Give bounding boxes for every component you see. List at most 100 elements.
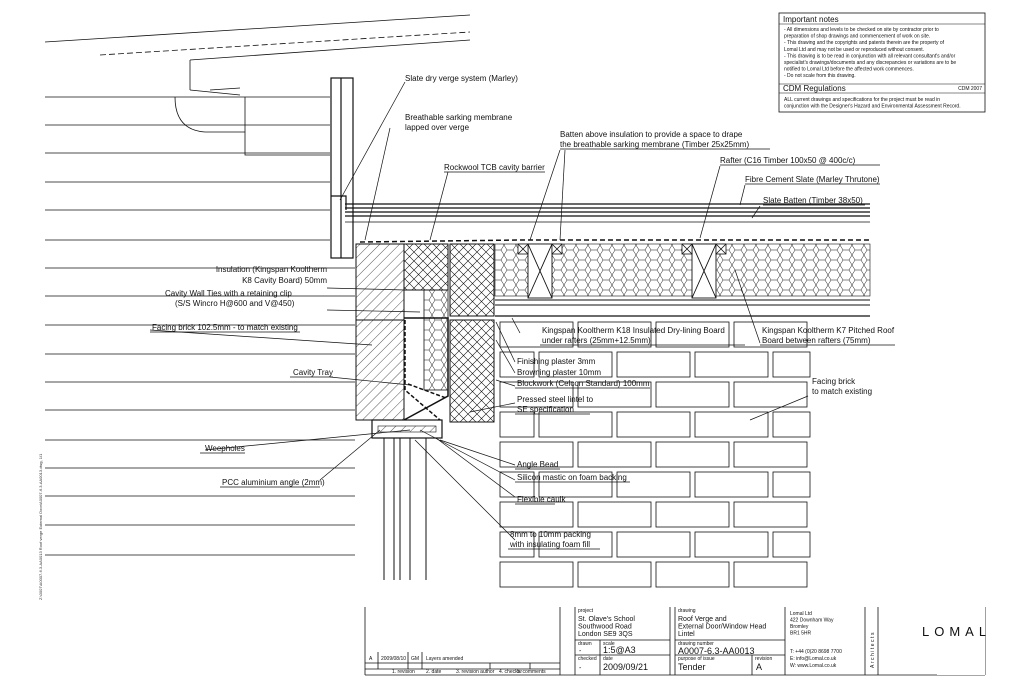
- label-slate-batten: Slate Batten (Timber 38x50): [763, 196, 863, 205]
- brick: [499, 321, 574, 348]
- important-notes-box: Important notes - All dimensions and lev…: [778, 12, 986, 113]
- label-facing-brick-r2: to match existing: [812, 387, 872, 396]
- brick: [655, 501, 730, 528]
- cdm-line: ALL current drawings and specifications …: [784, 97, 940, 103]
- label-insulation-2: K8 Cavity Board) 50mm: [242, 276, 327, 285]
- company-line: Lomal Ltd: [790, 611, 812, 617]
- brick: [499, 561, 574, 588]
- brick: [616, 471, 691, 498]
- side-file-path: Z:\0007\A0007-6.3-AA0013 Roof verge Exte…: [38, 453, 43, 600]
- annotations: Slate dry verge system (Marley) Breathab…: [152, 74, 895, 549]
- svg-text:2009/09/21: 2009/09/21: [603, 662, 648, 672]
- brick: [577, 501, 652, 528]
- svg-text:-: -: [579, 648, 582, 655]
- brick: [538, 351, 613, 378]
- label-blockwork: Blockwork (Celcon Standard) 100mm: [517, 379, 650, 388]
- label-sarking-1: Breathable sarking membrane: [405, 113, 513, 122]
- brick: [694, 411, 769, 438]
- brick: [616, 531, 691, 558]
- label-underlines: [150, 148, 895, 550]
- contact-line: W: www.Lomal.co.uk: [790, 663, 837, 669]
- label-insulation-1: Insulation (Kingspan Kooltherm: [216, 265, 328, 274]
- svg-text:drawing: drawing: [678, 608, 696, 614]
- brick: [499, 381, 574, 408]
- brick: [655, 441, 730, 468]
- brick: [499, 531, 535, 558]
- label-pcc: PCC aluminium angle (2mm): [222, 478, 325, 487]
- cdm-lines: ALL current drawings and specifications …: [784, 97, 961, 110]
- title-block: [364, 607, 986, 676]
- label-lintel-2: SE specification: [517, 405, 574, 414]
- company-line: 422 Downham Way: [790, 618, 834, 624]
- cavity-tray: [404, 320, 441, 421]
- label-k7-2: Board between rafters (75mm): [762, 336, 871, 345]
- svg-text:1:5@A3: 1:5@A3: [603, 645, 636, 655]
- label-k18-2: under rafters (25mm+12.5mm): [542, 336, 651, 345]
- notes-lines: - All dimensions and levels to be checke…: [784, 27, 956, 79]
- brick: [733, 381, 808, 408]
- revision-column-header: 2. date: [426, 669, 442, 675]
- svg-text:-: -: [579, 665, 582, 672]
- label-fibre: Fibre Cement Slate (Marley Thrutone): [745, 175, 880, 184]
- svg-text:A: A: [369, 656, 373, 662]
- label-finishing: Finishing plaster 3mm: [517, 357, 596, 366]
- svg-text:A: A: [756, 662, 762, 672]
- brick: [616, 351, 691, 378]
- notes-line: - All dimensions and levels to be checke…: [784, 27, 939, 33]
- brick: [694, 531, 769, 558]
- svg-text:GM: GM: [411, 656, 419, 662]
- drawing-title-line: Lintel: [678, 631, 695, 638]
- brick: [772, 471, 811, 498]
- brick: [655, 381, 730, 408]
- brick: [772, 411, 811, 438]
- svg-text:drawn: drawn: [578, 641, 592, 647]
- title-block-text: A 2009/08/10 GM Layers amended 1. revisi…: [369, 607, 986, 675]
- brick: [616, 411, 691, 438]
- architects-text: Architects: [870, 631, 876, 668]
- label-facing-brick: Facing brick 102.5mm - to match existing: [152, 323, 298, 332]
- notes-line: notified to Lomal Ltd before the affecte…: [784, 67, 914, 73]
- label-sarking-2: lapped over verge: [405, 123, 470, 132]
- label-caulk: Flexible caulk: [517, 495, 566, 504]
- notes-heading: Important notes: [783, 15, 839, 24]
- label-k18-1: Kingspan Kooltherm K18 Insulated Dry-lin…: [542, 326, 725, 335]
- brick: [772, 531, 811, 558]
- brick: [655, 561, 730, 588]
- label-weepholes: Weepholes: [205, 444, 245, 453]
- facing-brick-outer: [355, 243, 405, 321]
- brick: [733, 441, 808, 468]
- label-angle-bead: Angle Bead: [517, 460, 558, 469]
- svg-text:Layers amended: Layers amended: [426, 656, 463, 662]
- revision-column-header: 3. revision author: [456, 669, 495, 675]
- svg-text:2009/08/10: 2009/08/10: [381, 656, 406, 662]
- brick: [499, 411, 535, 438]
- rafters: [527, 243, 717, 299]
- verge-fascia: [330, 77, 354, 259]
- leader-lines: [149, 81, 809, 541]
- project-line: Southwood Road: [578, 624, 632, 631]
- brick: [655, 321, 730, 348]
- sarking-membrane: [359, 239, 870, 243]
- door-frame: [383, 438, 427, 580]
- svg-text:revision: revision: [755, 656, 772, 662]
- brick: [499, 501, 574, 528]
- brick: [538, 411, 613, 438]
- brick: [499, 471, 535, 498]
- existing-brickwork: [499, 321, 811, 588]
- brick: [577, 381, 652, 408]
- counter-battens: [517, 243, 727, 255]
- label-browning: Browning plaster 10mm: [517, 368, 601, 377]
- brick: [694, 351, 769, 378]
- brick: [733, 321, 808, 348]
- revision-column-header: 4. checker: [499, 669, 522, 675]
- svg-text:scale: scale: [603, 641, 615, 647]
- label-rockwool: Rockwool TCB cavity barrier: [444, 163, 545, 172]
- brick: [577, 321, 652, 348]
- cavity-insulation: [423, 289, 449, 391]
- label-packing-2: with insulating foam fill: [509, 540, 590, 549]
- brick: [499, 441, 574, 468]
- notes-line: Lomal Ltd and may not be used or reprodu…: [784, 47, 924, 53]
- svg-text:A0007-6.3-AA0013: A0007-6.3-AA0013: [678, 646, 755, 656]
- svg-text:purpose of issue: purpose of issue: [678, 656, 715, 662]
